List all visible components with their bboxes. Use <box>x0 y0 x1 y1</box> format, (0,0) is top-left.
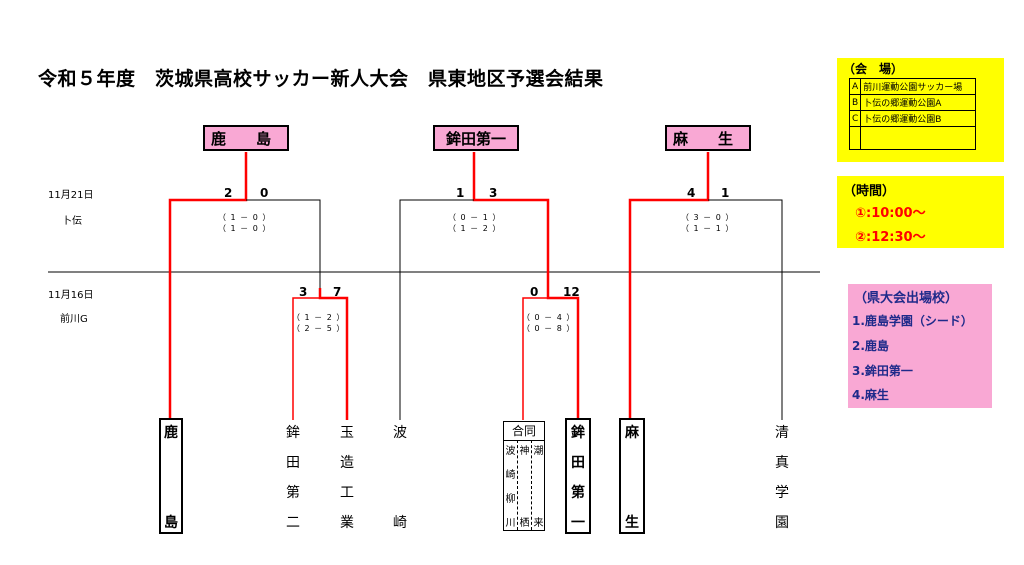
team-godo-header: 合同 <box>504 422 544 441</box>
qualified-item-3: 3.鉾田第一 <box>852 364 913 378</box>
godo-divider-2 <box>531 440 532 530</box>
venue-key: C <box>848 110 862 127</box>
m3-set-1: （ 3 － 0 ） <box>681 213 735 222</box>
m2-left-score: 1 <box>456 186 465 200</box>
team-gyokuzo-kogyo: 玉 造 工 業 <box>340 425 354 531</box>
team-aso-box <box>619 418 645 534</box>
m1-set-2: （ 1 － 0 ） <box>218 224 272 233</box>
winner-1-label: 鹿 島 <box>211 129 272 148</box>
m4-win-path <box>318 288 349 420</box>
m1-right-score: 0 <box>260 186 269 200</box>
team-hokota-daiichi-box <box>565 418 591 534</box>
m5-set-1: （ 0 － 4 ） <box>522 313 576 322</box>
winner-box-2: 鉾田第一 <box>433 125 519 151</box>
venue-row: A 前川運動公園サッカー場 <box>848 78 977 95</box>
venue-name: 卜伝の郷運動公園B <box>860 110 977 127</box>
final-round-date: 11月21日 <box>48 190 94 201</box>
m3-set-2: （ 1 － 1 ） <box>681 224 735 233</box>
time-slot-1: ①:10:00～ <box>855 206 926 221</box>
m5-set-2: （ 0 － 8 ） <box>522 324 576 333</box>
m4-right-score: 7 <box>333 285 342 299</box>
winner-2-label: 鉾田第一 <box>445 129 506 148</box>
m3-lose-path <box>708 199 783 420</box>
venue-key: A <box>848 78 862 95</box>
godo-divider-1 <box>517 440 518 530</box>
team-hasaki: 波 崎 <box>393 425 407 531</box>
qualified-item-2: 2.鹿島 <box>852 339 889 353</box>
venue-row: B 卜伝の郷運動公園A <box>848 94 977 111</box>
m1-left-score: 2 <box>224 186 233 200</box>
venue-panel: （会 場） A 前川運動公園サッカー場 B 卜伝の郷運動公園A C 卜伝の郷運動… <box>837 58 1004 162</box>
venue-table: A 前川運動公園サッカー場 B 卜伝の郷運動公園A C 卜伝の郷運動公園B <box>848 78 977 150</box>
venue-key <box>848 126 862 150</box>
team-godo-box <box>503 421 545 531</box>
first-round-date: 11月16日 <box>48 290 94 301</box>
page-title: 令和５年度 茨城県高校サッカー新人大会 県東地区予選会結果 <box>38 68 604 90</box>
m2-right-score: 3 <box>489 186 498 200</box>
m4-set-1: （ 1 － 2 ） <box>292 313 346 322</box>
final-round-venue: 卜伝 <box>62 216 82 227</box>
qualified-item-4: 4.麻生 <box>852 388 889 402</box>
m3-left-score: 4 <box>687 186 696 200</box>
team-kashima-box <box>159 418 183 534</box>
venue-name: 卜伝の郷運動公園A <box>860 94 977 111</box>
m4-set-2: （ 2 － 5 ） <box>292 324 346 333</box>
team-seishin-gakuen: 清 真 学 園 <box>775 425 789 531</box>
winner-box-3: 麻 生 <box>665 125 751 151</box>
m1-set-1: （ 1 － 0 ） <box>218 213 272 222</box>
m1-lose-path <box>246 199 321 288</box>
time-panel: （時間） ①:10:00～ ②:12:30～ <box>837 176 1004 248</box>
team-kamisu: 神 栖 <box>519 446 530 529</box>
qualified-heading: （県大会出場校） <box>854 291 959 306</box>
venue-name: 前川運動公園サッカー場 <box>860 78 977 95</box>
team-hokota-daiichi: 鉾 田 第 一 <box>571 425 585 531</box>
first-round-venue: 前川G <box>60 314 88 325</box>
team-kashima: 鹿 島 <box>164 425 178 531</box>
venue-name <box>860 126 977 150</box>
venue-key: B <box>848 94 862 111</box>
team-itako: 潮 来 <box>533 446 544 529</box>
qualified-item-1: 1.鹿島学園（シード） <box>852 314 973 328</box>
m4-left-score: 3 <box>299 285 308 299</box>
m5-right-score: 12 <box>563 285 580 299</box>
m2-win-path <box>472 152 550 288</box>
m3-win-path <box>628 152 710 420</box>
venue-row <box>848 126 977 150</box>
m5-lose-path <box>522 297 548 420</box>
venue-heading: （会 場） <box>843 62 904 76</box>
m2-set-1: （ 0 － 1 ） <box>448 213 502 222</box>
m5-win-path <box>546 288 580 420</box>
winner-box-1: 鹿 島 <box>203 125 289 151</box>
m1-win-path <box>168 152 248 420</box>
m2-lose-path <box>399 199 474 420</box>
time-heading: （時間） <box>843 184 896 199</box>
team-aso: 麻 生 <box>625 425 639 531</box>
team-hokota-daini: 鉾 田 第 二 <box>286 425 300 531</box>
m5-left-score: 0 <box>530 285 539 299</box>
time-slot-2: ②:12:30～ <box>855 230 926 245</box>
m3-right-score: 1 <box>721 186 730 200</box>
venue-row: C 卜伝の郷運動公園B <box>848 110 977 127</box>
winner-3-label: 麻 生 <box>673 129 734 148</box>
m4-lose-path <box>292 297 320 420</box>
team-hasaki-yanagawa: 波 崎 柳 川 <box>505 446 516 529</box>
m2-set-2: （ 1 － 2 ） <box>448 224 502 233</box>
qualified-panel: （県大会出場校） 1.鹿島学園（シード） 2.鹿島 3.鉾田第一 4.麻生 <box>848 284 992 408</box>
